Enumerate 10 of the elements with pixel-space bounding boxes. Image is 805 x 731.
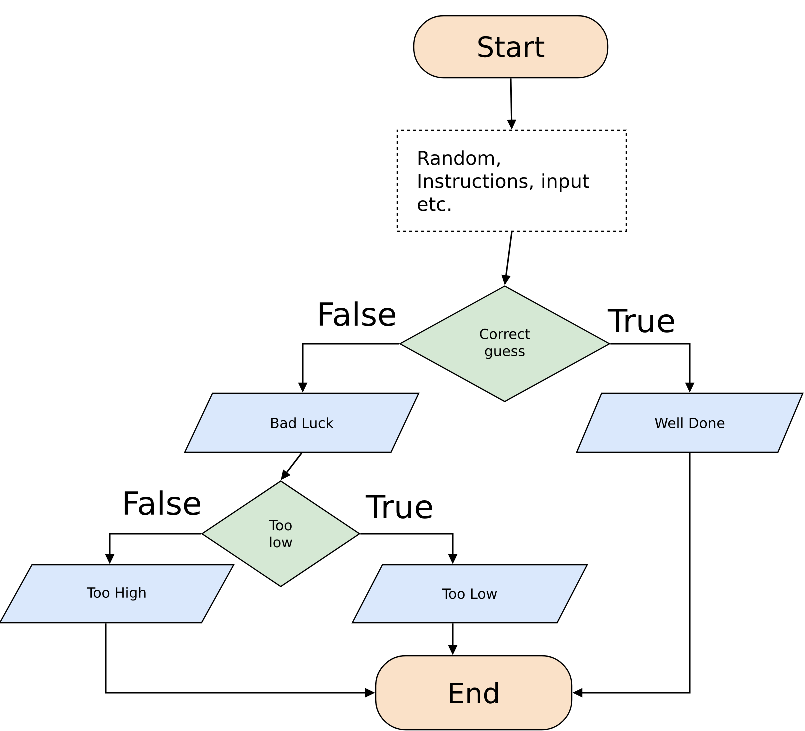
output-parallelogram: Well Done <box>576 392 804 454</box>
output-parallelogram: Bad Luck <box>184 392 420 454</box>
process-box: Random, Instructions, input etc. <box>396 130 628 232</box>
edge-label: False <box>316 300 398 328</box>
edge-label: False <box>120 490 204 516</box>
start-terminal: Start <box>413 15 609 79</box>
output-parallelogram: Too High <box>0 564 235 624</box>
end-terminal: End <box>375 655 573 731</box>
edge-label: True <box>365 494 435 520</box>
output-parallelogram: Too Low <box>352 564 588 624</box>
